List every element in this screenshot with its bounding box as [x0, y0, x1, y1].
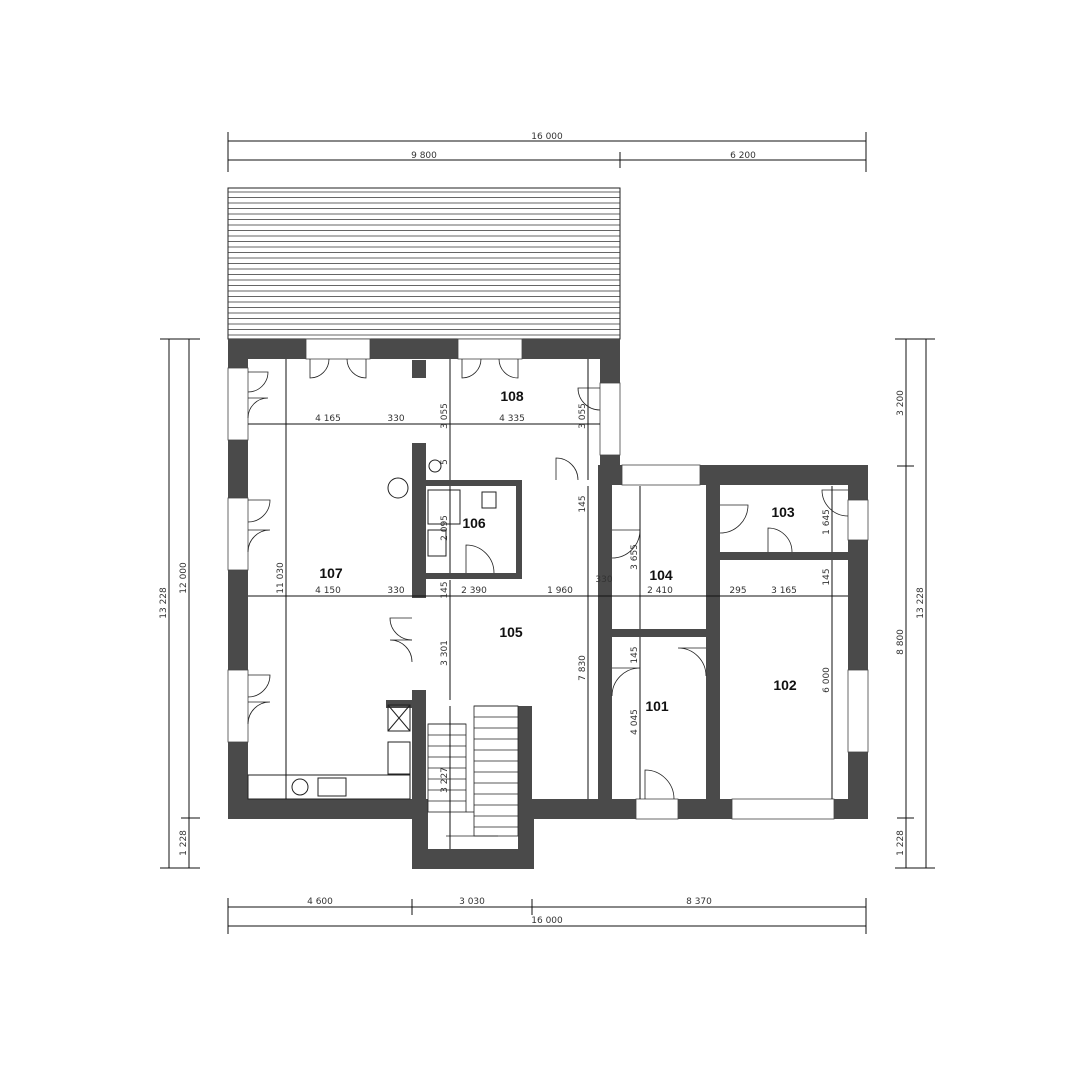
terrace-hatch: [227, 187, 621, 340]
dim-top-total: 16 000: [531, 132, 563, 142]
dim-bottom-1: 4 600: [307, 897, 333, 907]
dim-108-h1: 3 055: [440, 403, 450, 429]
dim-107-b: 330: [387, 586, 404, 596]
dim-bottom-2: 3 030: [459, 897, 485, 907]
room-101-label: 101: [645, 698, 669, 714]
room-104-label: 104: [649, 567, 673, 583]
doors: [247, 358, 849, 800]
dim-105-v: 7 830: [578, 655, 588, 681]
dim-108-b: 330: [387, 414, 404, 424]
windows: [227, 338, 869, 820]
dim-right-mid: 8 800: [896, 629, 906, 655]
dim-left-bottom: 1 228: [179, 830, 189, 856]
dim-bottom-total: 16 000: [531, 916, 563, 926]
dim-106-h: 2 095: [440, 515, 450, 541]
dim-108-a: 4 165: [315, 414, 341, 424]
dim-right-bottom: 1 228: [896, 830, 906, 856]
room-102-label: 102: [773, 677, 797, 693]
dim-top-left: 9 800: [411, 151, 437, 161]
room-107-label: 107: [319, 565, 343, 581]
dim-left-outer: 13 228: [159, 587, 169, 619]
dim-stair-h: 3 227: [440, 767, 450, 793]
dim-102-a: 295: [729, 586, 746, 596]
room-labels: 108 107 106 105 104 103 102 101: [319, 388, 797, 714]
dim-108-c: 4 335: [499, 414, 525, 424]
dim-t-5: 5: [440, 459, 450, 465]
dim-105-c: 330: [595, 575, 612, 585]
dim-101-t: 145: [630, 646, 640, 663]
dim-right-outer: 13 228: [916, 587, 926, 619]
room-108-label: 108: [500, 388, 524, 404]
dim-105-b: 1 960: [547, 586, 573, 596]
dim-right-top: 3 200: [896, 390, 906, 416]
dim-107-v: 11 030: [276, 562, 286, 594]
dim-105-h: 3 301: [440, 640, 450, 666]
dim-105-t: 145: [578, 495, 588, 512]
dim-102-h: 6 000: [822, 667, 832, 693]
dim-bottom-3: 8 370: [686, 897, 712, 907]
dim-107-a: 4 150: [315, 586, 341, 596]
dim-104-w: 2 410: [647, 586, 673, 596]
dim-106-t: 145: [440, 581, 450, 598]
dim-108-h2: 3 055: [578, 403, 588, 429]
dim-105-a: 2 390: [461, 586, 487, 596]
dim-103-t: 145: [822, 568, 832, 585]
room-106-label: 106: [462, 515, 486, 531]
room-105-label: 105: [499, 624, 523, 640]
dim-104-h: 3 655: [630, 544, 640, 570]
room-103-label: 103: [771, 504, 795, 520]
dim-102-b: 3 165: [771, 586, 797, 596]
stairs: [427, 705, 519, 837]
dimension-labels: 16 000 9 800 6 200 4 600 3 030 8 370 16 …: [159, 132, 926, 926]
dimension-lines: [160, 132, 935, 934]
dim-103-h: 1 645: [822, 509, 832, 535]
dim-left-inner: 12 000: [179, 562, 189, 594]
dim-top-right: 6 200: [730, 151, 756, 161]
dim-101-h: 4 045: [630, 709, 640, 735]
